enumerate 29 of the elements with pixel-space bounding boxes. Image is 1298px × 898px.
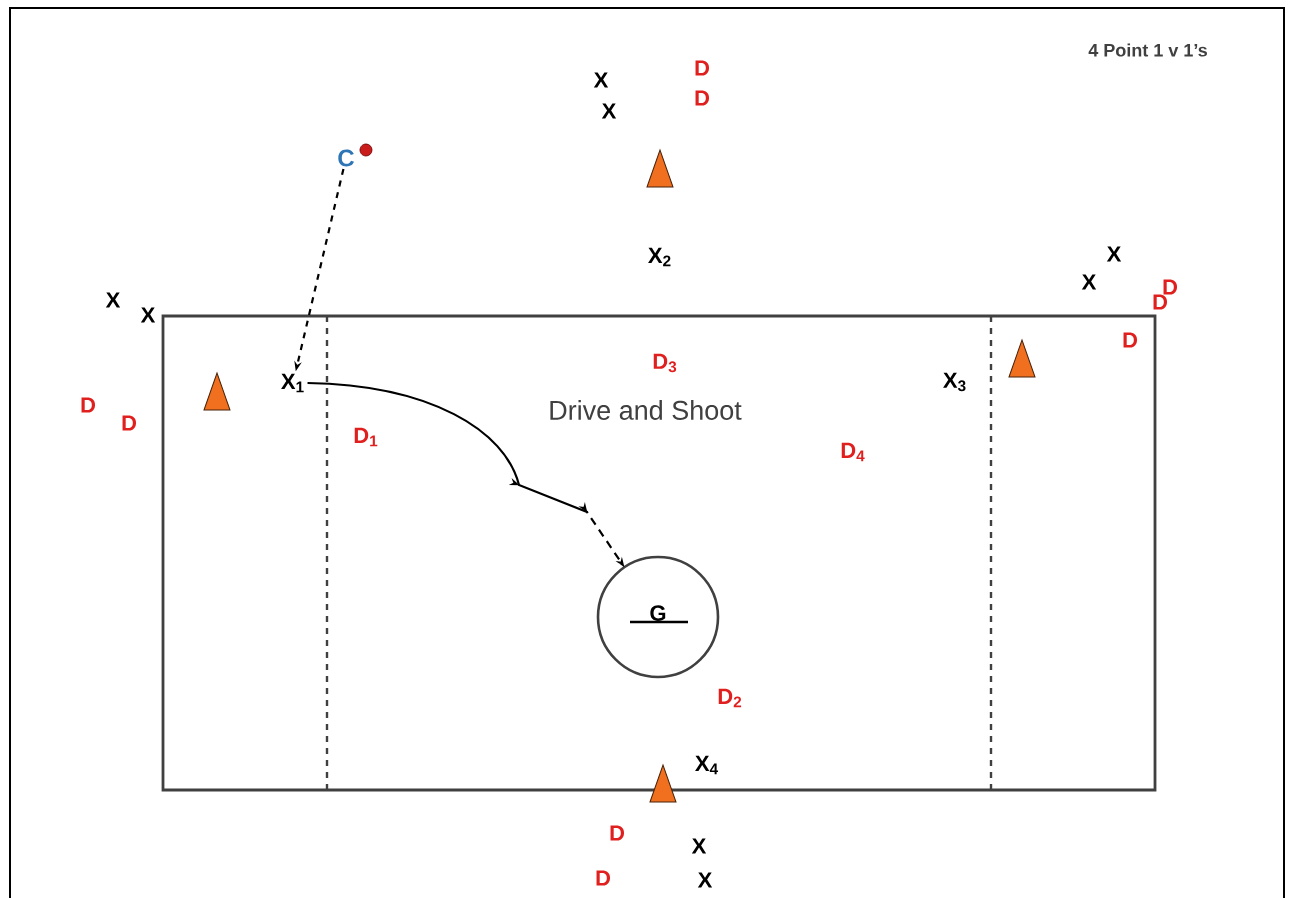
attacker-mark: X xyxy=(601,103,617,119)
defender-mark: D$_{2}$ xyxy=(718,688,742,708)
drill-title: 4 Point 1 v 1’s xyxy=(1088,43,1207,57)
drill-label: Drive and Shoot xyxy=(550,400,742,420)
defender-mark: D xyxy=(695,60,709,76)
defender-mark: D xyxy=(1153,294,1167,310)
defender-mark: D xyxy=(122,415,136,431)
defender-mark: D xyxy=(610,825,624,841)
attacker-mark: X xyxy=(105,292,121,308)
defender-mark: D$_{4}$ xyxy=(841,442,865,462)
attacker-mark: X xyxy=(140,307,156,323)
defender-mark: D xyxy=(596,870,610,886)
defender-mark: D xyxy=(1123,332,1137,348)
attacker-mark: X xyxy=(593,72,609,88)
attacker-mark: X xyxy=(1081,274,1097,290)
player-label: X$_{1}$ xyxy=(281,373,304,393)
attacker-mark: X$_{2}$ xyxy=(648,247,671,267)
attacker-mark: X xyxy=(691,838,707,854)
attacker-mark: X xyxy=(1106,246,1122,262)
attacker-mark: X$_{4}$ xyxy=(695,755,719,775)
attacker-mark: X xyxy=(697,872,713,888)
player-label: C xyxy=(338,149,354,167)
defender-mark: D xyxy=(81,397,95,413)
defender-mark: D$_{3}$ xyxy=(653,353,677,373)
attacker-mark: X$_{3}$ xyxy=(943,372,966,392)
defender-mark: D xyxy=(695,90,709,106)
defender-mark: D$_{1}$ xyxy=(354,427,378,447)
goal-crease: G xyxy=(596,555,720,679)
defender-mark: D xyxy=(1163,279,1177,295)
